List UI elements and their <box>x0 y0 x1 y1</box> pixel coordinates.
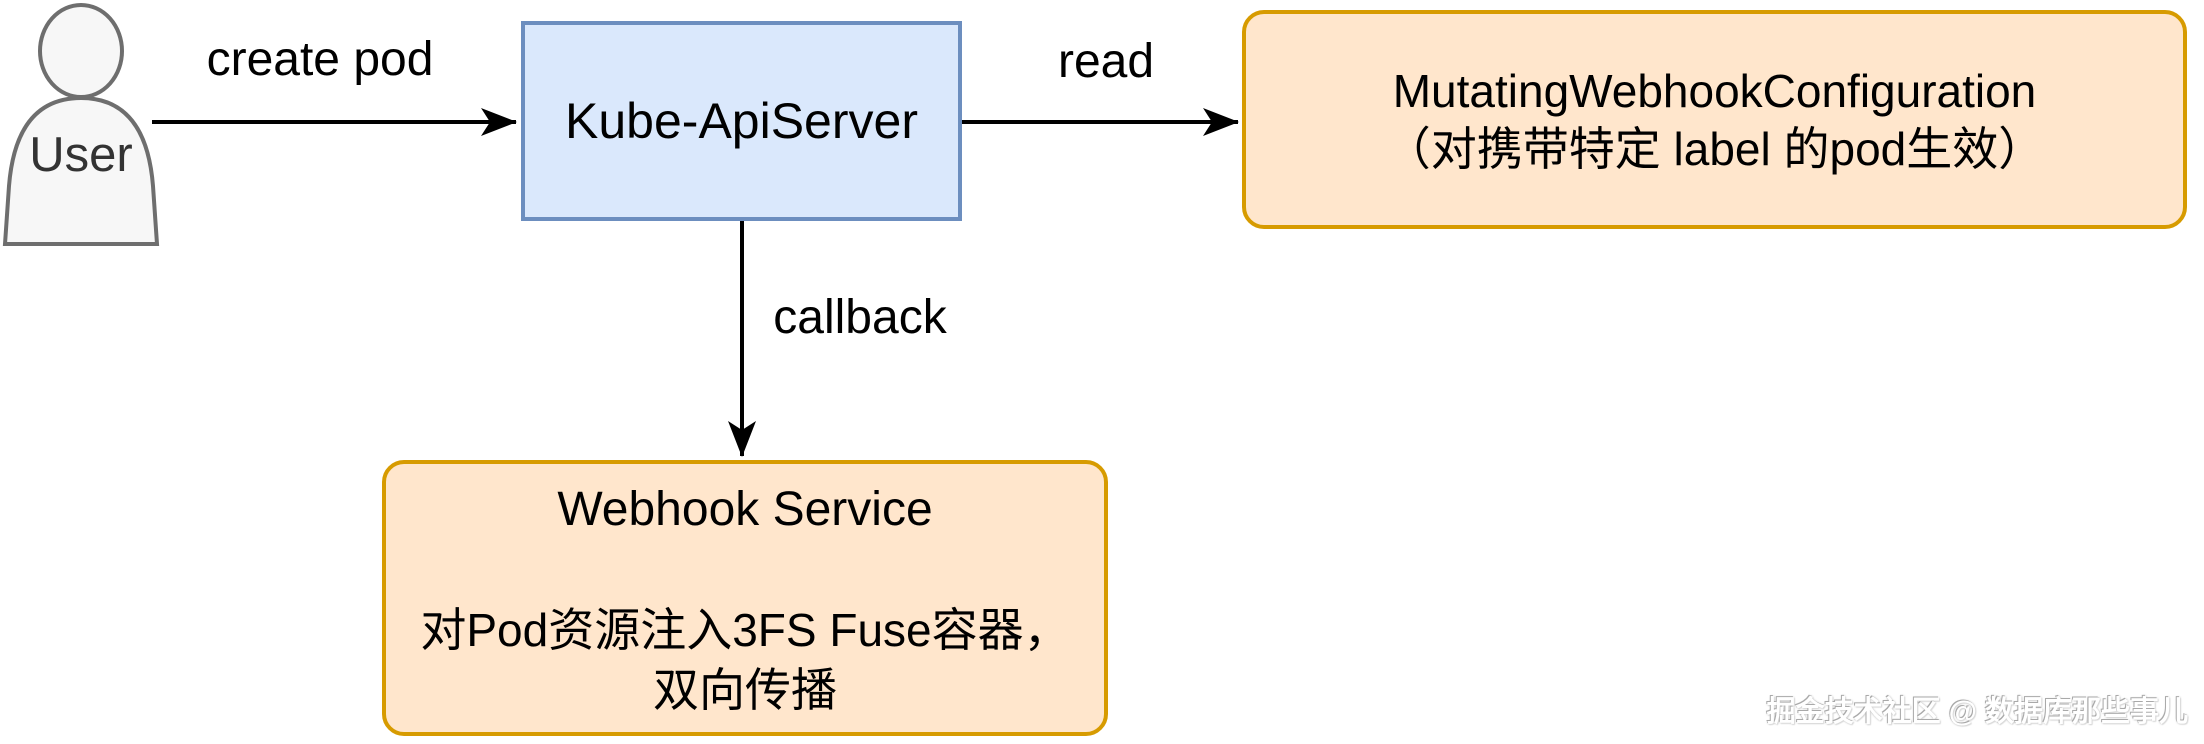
edge-label-callback: callback <box>773 291 947 344</box>
user-actor-label: User <box>29 128 133 182</box>
user-actor-head <box>38 3 124 99</box>
node-mutating-webhook-configuration: MutatingWebhookConfiguration （对携带特定 labe… <box>1242 10 2187 229</box>
edge-label-read: read <box>1057 35 1155 88</box>
user-actor-icon <box>2 3 160 246</box>
edge-label-create-pod: create pod <box>206 33 434 86</box>
node-webhook-service-body-line2: 双向传播 <box>653 664 837 716</box>
node-mutating-label-line2: （对携带特定 label 的pod生效） <box>1384 122 2045 175</box>
node-kube-apiserver: Kube-ApiServer <box>521 21 962 221</box>
node-kube-apiserver-label: Kube-ApiServer <box>565 93 918 149</box>
node-webhook-service: Webhook Service 对Pod资源注入3FS Fuse容器， 双向传播 <box>382 460 1108 736</box>
watermark-text: 掘金技术社区 @ 数据库那些事儿 <box>1766 696 2188 728</box>
node-mutating-label-line1: MutatingWebhookConfiguration <box>1392 64 2037 117</box>
node-webhook-service-title: Webhook Service <box>557 483 933 536</box>
node-webhook-service-body-line1: 对Pod资源注入3FS Fuse容器， <box>420 604 1070 656</box>
